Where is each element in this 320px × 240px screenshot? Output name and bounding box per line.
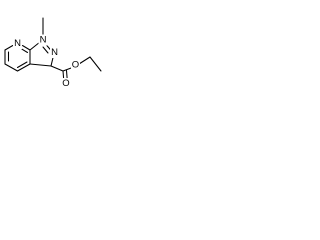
atom-label-n-pyridine: N bbox=[14, 38, 21, 49]
chemical-structure-diagram: N N N O O bbox=[4, 17, 102, 88]
label-bg bbox=[38, 34, 48, 46]
atom-label-n1: N bbox=[40, 35, 47, 46]
bond-ch2-ch3 bbox=[89, 56, 102, 72]
bond-c7a-n1 bbox=[29, 41, 41, 51]
bond-n7-c7a-inner bbox=[21, 48, 29, 54]
label-bg bbox=[71, 59, 80, 71]
bond-group bbox=[4, 17, 102, 84]
bond-c3-carbonyl bbox=[50, 65, 64, 72]
bond-c3a-c4-inner bbox=[16, 61, 28, 69]
label-bg bbox=[50, 47, 59, 58]
bond-c5-c6 bbox=[4, 44, 14, 51]
atom-labels: N N N O O bbox=[13, 34, 80, 88]
label-bg bbox=[13, 38, 22, 49]
atom-label-ester-o: O bbox=[72, 60, 79, 71]
bond-carbonyl-ester-o bbox=[62, 66, 74, 72]
bond-c4-c5b bbox=[4, 63, 19, 72]
bond-c3-c3a bbox=[29, 63, 52, 67]
bond-ester-o-ch2 bbox=[78, 56, 91, 65]
bond-c3a-c4 bbox=[16, 63, 31, 72]
label-bg bbox=[61, 78, 71, 88]
atom-label-n2: N bbox=[51, 47, 58, 58]
bond-n7-c7a bbox=[21, 44, 31, 51]
bond-n1-n2-inner bbox=[42, 46, 49, 54]
atom-label-carbonyl-o: O bbox=[62, 78, 69, 88]
